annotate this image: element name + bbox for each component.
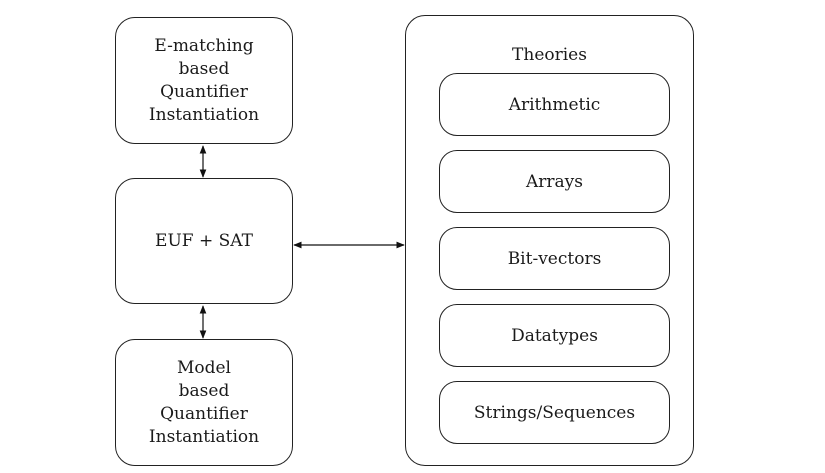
theory-label: Datatypes — [511, 325, 598, 346]
theory-arithmetic: Arithmetic — [439, 73, 670, 136]
theory-label: Strings/Sequences — [473, 402, 636, 423]
euf-sat-label: EUF + SAT — [155, 230, 253, 251]
model-based-label: Model based Quantifier Instantiation — [148, 357, 260, 447]
model-based-node: Model based Quantifier Instantiation — [115, 339, 293, 466]
theory-bit-vectors: Bit-vectors — [439, 227, 670, 290]
ematching-label: E-matching based Quantifier Instantiatio… — [148, 35, 260, 125]
theories-container: Theories Arithmetic Arrays Bit-vectors D… — [405, 15, 694, 466]
theories-title: Theories — [512, 45, 587, 65]
theory-strings-sequences: Strings/Sequences — [439, 381, 670, 444]
theory-label: Bit-vectors — [507, 248, 602, 269]
ematching-node: E-matching based Quantifier Instantiatio… — [115, 17, 293, 144]
theory-arrays: Arrays — [439, 150, 670, 213]
theory-datatypes: Datatypes — [439, 304, 670, 367]
theory-label: Arithmetic — [508, 94, 601, 115]
euf-sat-node: EUF + SAT — [115, 178, 293, 304]
theory-label: Arrays — [526, 171, 583, 192]
